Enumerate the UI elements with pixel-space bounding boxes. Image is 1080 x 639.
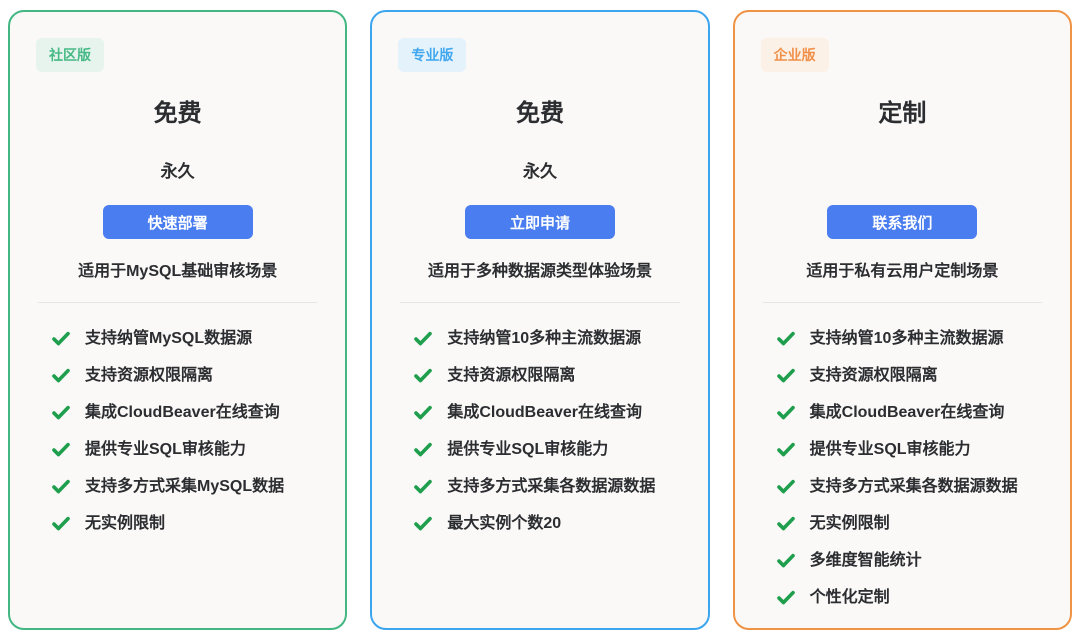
- feature-label: 支持纳管10多种主流数据源: [809, 330, 1004, 347]
- feature-label: 支持多方式采集各数据源数据: [447, 478, 656, 495]
- plan-description: 适用于多种数据源类型体验场景: [427, 263, 652, 280]
- plan-badge-enterprise: 企业版: [760, 38, 829, 72]
- plan-price: 免费: [515, 100, 564, 127]
- deploy-button[interactable]: 快速部署: [102, 205, 253, 239]
- feature-label: 多维度智能统计: [809, 552, 922, 569]
- check-icon: [414, 331, 433, 346]
- plan-description: 适用于MySQL基础审核场景: [78, 263, 278, 280]
- feature-label: 个性化定制: [809, 589, 890, 606]
- feature-label: 提供专业SQL审核能力: [447, 441, 609, 458]
- apply-button[interactable]: 立即申请: [464, 205, 615, 239]
- feature-label: 提供专业SQL审核能力: [809, 441, 971, 458]
- feature-item: 提供专业SQL审核能力: [52, 441, 319, 458]
- plan-description: 适用于私有云用户定制场景: [806, 263, 999, 280]
- feature-label: 支持资源权限隔离: [809, 367, 938, 384]
- check-icon: [414, 479, 433, 494]
- feature-label: 支持资源权限隔离: [85, 367, 214, 384]
- plan-card-enterprise: 企业版 定制 联系我们 适用于私有云用户定制场景 支持纳管10多种主流数据源 支…: [732, 10, 1072, 630]
- feature-label: 支持资源权限隔离: [447, 367, 576, 384]
- feature-item: 多维度智能统计: [776, 552, 1044, 569]
- check-icon: [776, 442, 795, 457]
- check-icon: [52, 442, 70, 457]
- feature-item: 个性化定制: [776, 589, 1044, 606]
- plan-duration: 永久: [160, 162, 195, 181]
- feature-item: 支持资源权限隔离: [52, 367, 319, 384]
- feature-item: 集成CloudBeaver在线查询: [52, 404, 319, 421]
- check-icon: [776, 590, 795, 605]
- feature-label: 集成CloudBeaver在线查询: [447, 404, 643, 421]
- plan-duration: 永久: [522, 162, 557, 181]
- feature-label: 集成CloudBeaver在线查询: [809, 404, 1005, 421]
- feature-item: 无实例限制: [776, 515, 1044, 532]
- plan-price: 免费: [153, 100, 202, 127]
- plan-card-professional: 专业版 免费 永久 立即申请 适用于多种数据源类型体验场景 支持纳管10多种主流…: [370, 10, 710, 630]
- feature-label: 提供专业SQL审核能力: [85, 441, 246, 458]
- feature-item: 无实例限制: [52, 515, 319, 532]
- feature-item: 支持多方式采集MySQL数据: [52, 478, 319, 495]
- plan-badge-community: 社区版: [36, 38, 104, 72]
- check-icon: [52, 368, 70, 383]
- feature-label: 无实例限制: [809, 515, 890, 532]
- feature-label: 最大实例个数20: [447, 515, 562, 532]
- check-icon: [52, 516, 70, 531]
- feature-item: 提供专业SQL审核能力: [414, 441, 681, 458]
- feature-label: 集成CloudBeaver在线查询: [85, 404, 280, 421]
- feature-item: 集成CloudBeaver在线查询: [776, 404, 1044, 421]
- feature-item: 支持多方式采集各数据源数据: [414, 478, 681, 495]
- check-icon: [776, 553, 795, 568]
- plan-badge-professional: 专业版: [398, 38, 467, 72]
- feature-list: 支持纳管10多种主流数据源 支持资源权限隔离 集成CloudBeaver在线查询…: [761, 330, 1044, 606]
- contact-us-button[interactable]: 联系我们: [827, 205, 978, 239]
- plan-card-community: 社区版 免费 永久 快速部署 适用于MySQL基础审核场景 支持纳管MySQL数…: [8, 10, 348, 630]
- divider: [400, 302, 680, 303]
- feature-item: 支持纳管10多种主流数据源: [776, 330, 1044, 347]
- feature-item: 支持资源权限隔离: [414, 367, 681, 384]
- feature-label: 支持纳管10多种主流数据源: [447, 330, 642, 347]
- check-icon: [414, 368, 433, 383]
- check-icon: [52, 479, 70, 494]
- check-icon: [52, 405, 70, 420]
- feature-list: 支持纳管MySQL数据源 支持资源权限隔离 集成CloudBeaver在线查询 …: [36, 330, 319, 532]
- plan-price: 定制: [878, 100, 927, 127]
- check-icon: [776, 516, 795, 531]
- check-icon: [776, 479, 795, 494]
- check-icon: [52, 331, 70, 346]
- check-icon: [414, 405, 433, 420]
- feature-list: 支持纳管10多种主流数据源 支持资源权限隔离 集成CloudBeaver在线查询…: [398, 330, 681, 532]
- feature-label: 无实例限制: [85, 515, 166, 532]
- feature-item: 集成CloudBeaver在线查询: [414, 404, 681, 421]
- divider: [762, 302, 1042, 303]
- feature-item: 支持多方式采集各数据源数据: [776, 478, 1044, 495]
- feature-label: 支持多方式采集MySQL数据: [85, 478, 285, 495]
- check-icon: [776, 405, 795, 420]
- feature-item: 支持纳管10多种主流数据源: [414, 330, 681, 347]
- feature-label: 支持纳管MySQL数据源: [85, 330, 253, 347]
- check-icon: [414, 442, 433, 457]
- check-icon: [776, 331, 795, 346]
- check-icon: [776, 368, 795, 383]
- feature-item: 支持纳管MySQL数据源: [52, 330, 319, 347]
- divider: [38, 302, 318, 303]
- feature-label: 支持多方式采集各数据源数据: [809, 478, 1018, 495]
- plan-duration: [761, 161, 1044, 182]
- check-icon: [414, 516, 433, 531]
- feature-item: 提供专业SQL审核能力: [776, 441, 1044, 458]
- feature-item: 支持资源权限隔离: [776, 367, 1044, 384]
- feature-item: 最大实例个数20: [414, 515, 681, 532]
